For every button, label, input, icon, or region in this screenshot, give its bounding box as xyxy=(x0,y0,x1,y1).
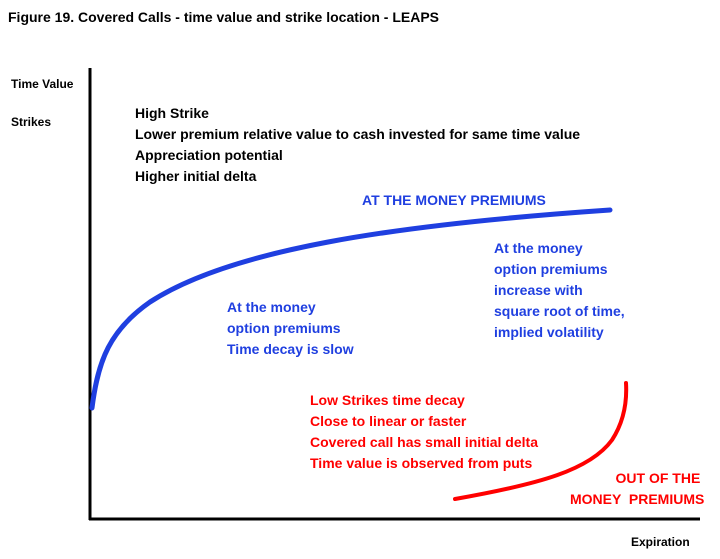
high-strike-notes: High Strike Lower premium relative value… xyxy=(135,103,580,187)
note-line: implied volatility xyxy=(494,324,604,340)
note-line: Lower premium relative value to cash inv… xyxy=(135,126,581,142)
note-line: Appreciation potential xyxy=(135,147,283,163)
note-line: increase with xyxy=(494,282,583,298)
otm-premium-curve xyxy=(453,381,629,501)
note-line: MONEY PREMIUMS xyxy=(570,491,705,507)
note-line: Time decay is slow xyxy=(227,341,354,357)
note-line: Close to linear or faster xyxy=(310,413,467,429)
atm-right-notes: At the money option premiums increase wi… xyxy=(494,238,625,343)
atm-left-notes: At the money option premiums Time decay … xyxy=(227,297,354,360)
note-line: Low Strikes time decay xyxy=(310,392,465,408)
note-line: At the money xyxy=(227,299,316,315)
note-line: At the money xyxy=(494,240,583,256)
atm-premium-curve xyxy=(89,207,613,411)
y-axis-label-time-value: Time Value xyxy=(11,77,74,91)
note-line: Time value is observed from puts xyxy=(310,455,533,471)
atm-premiums-heading: AT THE MONEY PREMIUMS xyxy=(362,192,546,208)
note-line: OUT OF THE xyxy=(615,470,701,486)
low-strike-notes: Low Strikes time decay Close to linear o… xyxy=(310,390,538,474)
note-line: Higher initial delta xyxy=(135,168,257,184)
otm-premiums-notes: OUT OF THE MONEY PREMIUMS xyxy=(570,468,704,510)
note-line: option premiums xyxy=(227,320,341,336)
note-line: High Strike xyxy=(135,105,209,121)
note-line: Covered call has small initial delta xyxy=(310,434,538,450)
note-line: option premiums xyxy=(494,261,608,277)
note-line: square root of time, xyxy=(494,303,625,319)
figure-title: Figure 19. Covered Calls - time value an… xyxy=(8,9,440,25)
y-axis-label-strikes: Strikes xyxy=(11,115,52,129)
x-axis-label-expiration: Expiration xyxy=(631,535,690,549)
